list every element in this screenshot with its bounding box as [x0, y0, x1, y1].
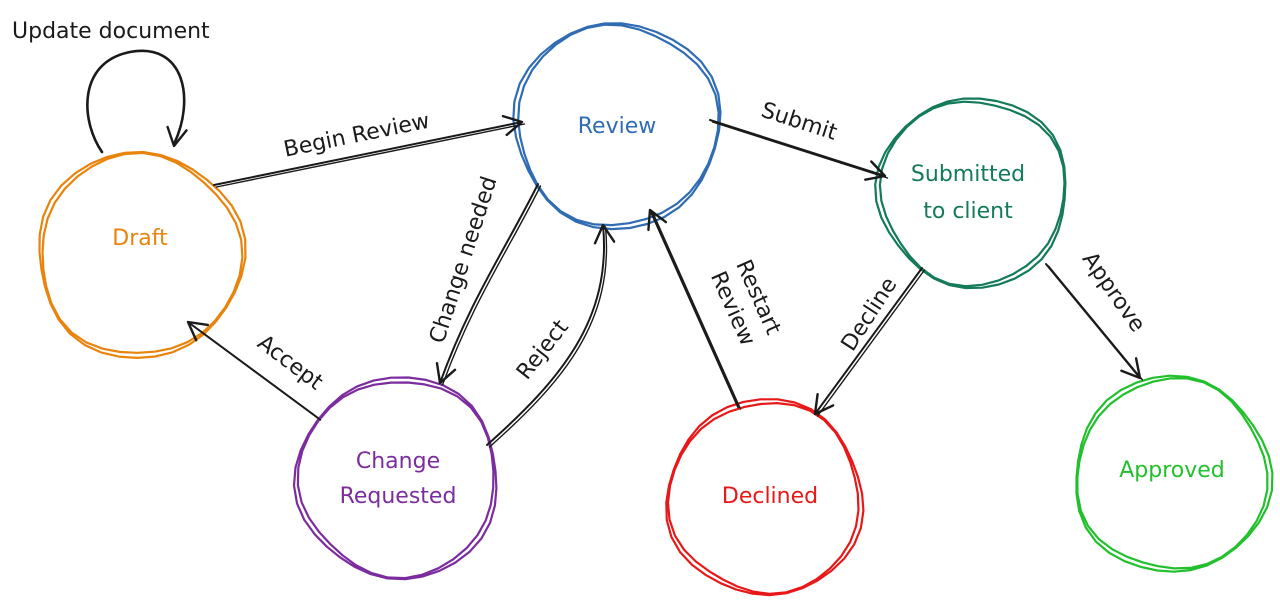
transition-line	[649, 209, 739, 408]
transition-line-shadow	[488, 226, 608, 448]
transition-line-shadow	[816, 269, 926, 417]
state-label: Change	[356, 449, 440, 474]
arrowhead	[166, 125, 188, 148]
transition-label: Approve	[1077, 248, 1150, 337]
state-circle	[38, 150, 247, 359]
state-circle	[874, 97, 1067, 290]
transition-label: Change needed	[425, 174, 502, 347]
state-label: Review	[578, 114, 657, 139]
transition-line	[86, 49, 186, 154]
transition-change-needed	[435, 183, 542, 386]
arrowhead	[501, 114, 524, 137]
transition-restart-review	[647, 208, 742, 410]
transition-line	[213, 121, 523, 186]
state-approved: Approved	[1075, 374, 1274, 573]
transition-line-shadow	[711, 121, 889, 179]
state-label: Approved	[1119, 458, 1225, 483]
state-label: Draft	[112, 226, 168, 251]
arrowhead	[813, 393, 835, 416]
transition-label-begin-review: Begin Review	[282, 109, 432, 163]
transition-line-shadow	[651, 211, 742, 410]
state-submitted: Submitted to client	[874, 97, 1067, 290]
state-declined: Declined	[665, 398, 865, 597]
transition-label: Accept	[252, 330, 327, 395]
transition-line-shadow	[215, 123, 526, 188]
transition-approve	[1045, 263, 1144, 381]
arrowhead	[186, 320, 209, 342]
state-circle	[665, 398, 865, 597]
transition-label: Begin Review	[282, 109, 432, 163]
state-label-line2: to client	[923, 199, 1013, 224]
transition-decline	[813, 267, 926, 417]
transition-line-shadow	[1047, 265, 1144, 381]
transition-label-reject: Reject	[512, 315, 574, 384]
transition-label-update-document: Update document	[12, 19, 210, 44]
transition-update-document	[86, 49, 188, 154]
state-review: Review	[512, 22, 722, 231]
transition-line-shadow	[441, 185, 542, 386]
transition-label-change-needed: Change needed	[425, 174, 502, 347]
state-label: Declined	[722, 484, 818, 509]
transition-label: Update document	[12, 19, 210, 44]
transition-line	[439, 183, 539, 384]
transition-label-accept: Accept	[252, 330, 327, 395]
transition-line	[486, 224, 605, 446]
transition-reject	[486, 223, 616, 448]
transition-submit	[709, 119, 889, 181]
transition-line	[814, 267, 923, 415]
transition-accept	[186, 320, 322, 421]
state-label-line2: Requested	[340, 484, 457, 509]
state-circle	[512, 22, 722, 231]
transition-line-shadow	[189, 323, 322, 421]
transition-label: Reject	[512, 315, 574, 384]
transition-line	[709, 119, 886, 177]
state-circle	[292, 376, 498, 581]
arrowhead	[435, 362, 457, 385]
arrowhead	[1120, 357, 1142, 380]
arrowhead	[647, 208, 668, 232]
state-draft: Draft	[38, 150, 247, 359]
transition-label-approve: Approve	[1077, 248, 1150, 337]
transition-begin-review	[213, 114, 526, 188]
state-label: Submitted	[911, 162, 1025, 187]
arrowhead	[593, 223, 616, 245]
arrowhead	[864, 160, 887, 181]
state-circle	[1075, 374, 1274, 573]
